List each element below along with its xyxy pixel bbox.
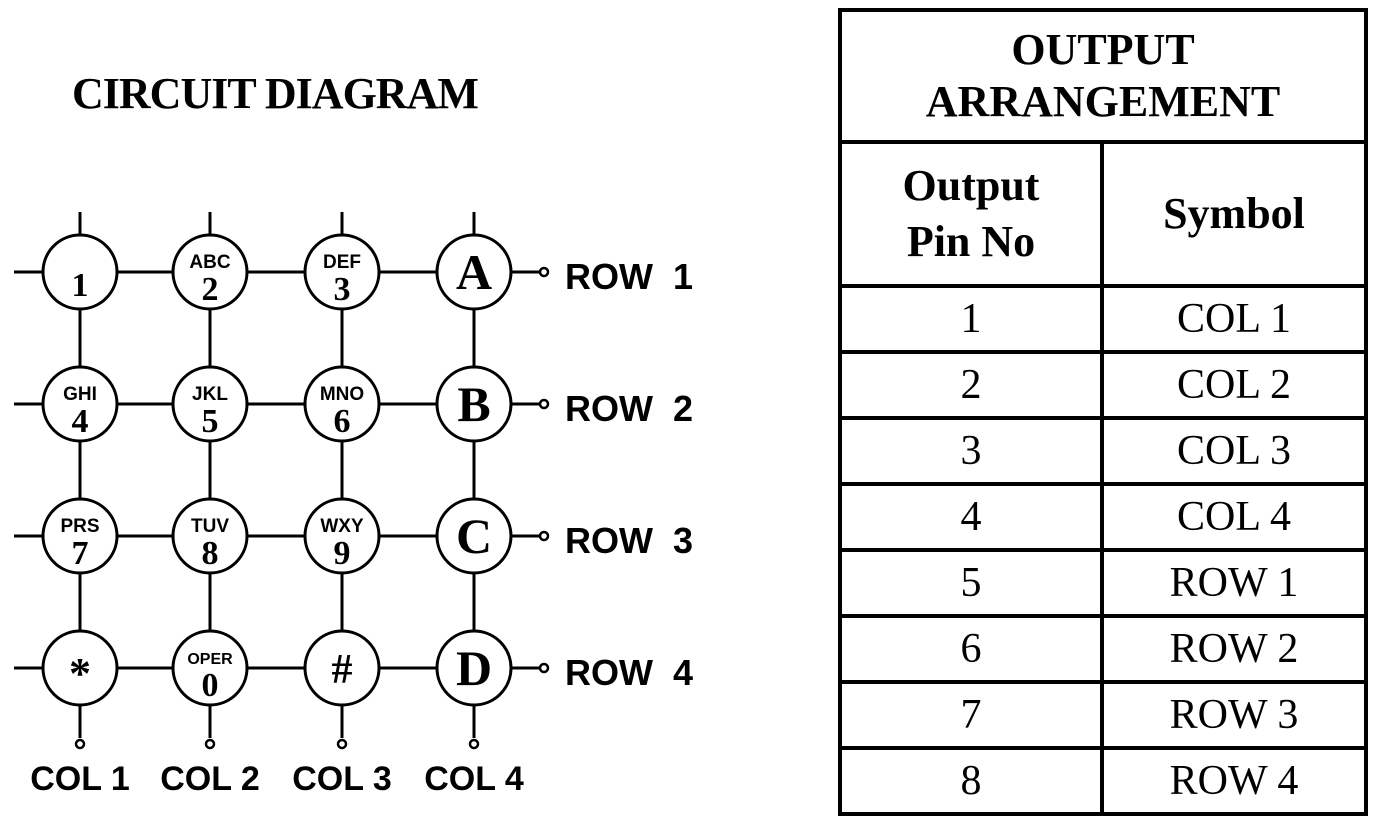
key-letter-label: C: [456, 508, 492, 564]
key-digit-label: 7: [72, 535, 89, 572]
column-label: COL 2: [160, 760, 260, 798]
key-circle: [303, 497, 381, 575]
key-circle: [435, 365, 513, 443]
key-letters-label: TUV: [191, 516, 229, 537]
symbol-cell: COL 3: [1100, 416, 1368, 486]
key-symbol-label: #: [332, 647, 353, 693]
key-letters-label: OPER: [187, 651, 233, 668]
output-arrangement-table: OUTPUT ARRANGEMENT Output Pin No Symbol …: [838, 8, 1368, 816]
key-digit-label: 1: [72, 267, 89, 304]
column-label: COL 3: [292, 760, 392, 798]
row-terminal: [538, 266, 550, 278]
column-label: COL 1: [30, 760, 130, 798]
key-circle: [41, 629, 119, 707]
symbol-cell: COL 1: [1100, 284, 1368, 354]
table-title: OUTPUT ARRANGEMENT: [838, 8, 1368, 144]
key-circle: [435, 233, 513, 311]
pin-number-cell: 4: [838, 482, 1104, 552]
key-letter-label: D: [456, 640, 492, 696]
key-digit-label: 3: [334, 271, 351, 308]
key-digit-label: 4: [72, 403, 89, 440]
key-letters-label: PRS: [60, 516, 99, 537]
pin-number-cell: 3: [838, 416, 1104, 486]
column-terminal: [336, 738, 348, 750]
table-title-line2: ARRANGEMENT: [925, 77, 1281, 126]
table-title-line1: OUTPUT: [1011, 25, 1195, 74]
key-digit-label: 6: [334, 403, 351, 440]
key-letters-label: WXY: [320, 516, 364, 537]
key-digit-label: 0: [202, 667, 219, 704]
key-circle: [303, 233, 381, 311]
key-circle: [41, 365, 119, 443]
symbol-cell: ROW 1: [1100, 548, 1368, 618]
column-label: COL 4: [424, 760, 524, 798]
key-circle: [171, 365, 249, 443]
symbol-cell: COL 4: [1100, 482, 1368, 552]
pin-number-cell: 8: [838, 746, 1104, 816]
output-arrangement-table-container: OUTPUT ARRANGEMENT Output Pin No Symbol …: [838, 8, 1368, 816]
symbol-cell: COL 2: [1100, 350, 1368, 420]
header-pin-line2: Pin No: [906, 217, 1036, 266]
header-pin-no: Output Pin No: [838, 140, 1104, 288]
row-label: ROW 4: [565, 652, 693, 693]
header-pin-line1: Output: [902, 161, 1040, 210]
pin-number-cell: 6: [838, 614, 1104, 684]
key-circle: [41, 497, 119, 575]
key-letters-label: GHI: [63, 384, 97, 405]
pin-number-cell: 5: [838, 548, 1104, 618]
key-symbol-label: *: [69, 649, 91, 698]
row-terminal: [538, 662, 550, 674]
key-letters-label: ABC: [189, 252, 230, 273]
key-circle: [435, 629, 513, 707]
key-digit-label: 8: [202, 535, 219, 572]
row-label: ROW 1: [565, 256, 693, 297]
key-digit-label: 2: [202, 271, 219, 308]
symbol-cell: ROW 2: [1100, 614, 1368, 684]
key-circle: [303, 365, 381, 443]
row-label: ROW 3: [565, 520, 693, 561]
circuit-diagram-title: CIRCUIT DIAGRAM: [72, 69, 479, 118]
key-letters-label: JKL: [192, 384, 228, 405]
column-terminal: [468, 738, 480, 750]
symbol-cell: ROW 4: [1100, 746, 1368, 816]
pin-number-cell: 2: [838, 350, 1104, 420]
pin-number-cell: 1: [838, 284, 1104, 354]
row-terminal: [538, 530, 550, 542]
header-symbol: Symbol: [1100, 140, 1368, 288]
key-letters-label: DEF: [323, 252, 361, 273]
symbol-cell: ROW 3: [1100, 680, 1368, 750]
key-letter-label: B: [457, 376, 490, 432]
column-terminal: [74, 738, 86, 750]
key-digit-label: 5: [202, 403, 219, 440]
column-terminal: [204, 738, 216, 750]
key-letters-label: MNO: [320, 384, 364, 405]
key-digit-label: 9: [334, 535, 351, 572]
key-circle: [171, 233, 249, 311]
key-circle: [435, 497, 513, 575]
key-circle: [41, 233, 119, 311]
pin-number-cell: 7: [838, 680, 1104, 750]
row-terminal: [538, 398, 550, 410]
row-label: ROW 2: [565, 388, 693, 429]
key-circle: [171, 629, 249, 707]
key-circle: [303, 629, 381, 707]
key-circle: [171, 497, 249, 575]
key-letter-label: A: [456, 244, 492, 300]
